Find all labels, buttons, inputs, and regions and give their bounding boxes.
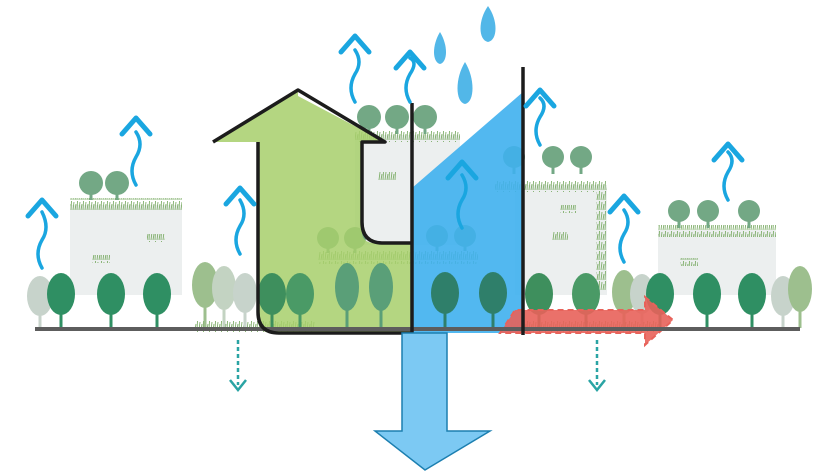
rain: [434, 6, 496, 104]
tree-icon: [258, 273, 286, 328]
runoff-arrow: [498, 294, 675, 348]
tree-icon: [233, 273, 257, 328]
grass-roof-left: [70, 198, 182, 210]
evapotranspiration-arrows: [25, 33, 745, 270]
wavy-up-arrow-icon: [445, 159, 479, 230]
tree-icon: [479, 272, 507, 328]
dashed-down-arrow-icon: [588, 340, 606, 393]
green-flow-arrow: [213, 90, 412, 333]
tree-icon: [570, 146, 592, 174]
tree-icon: [335, 263, 359, 328]
tree-icon: [143, 273, 171, 328]
tree-icon: [431, 272, 459, 328]
tree-icon: [788, 266, 812, 328]
tree-icon: [542, 146, 564, 174]
grass-patch: [147, 234, 165, 242]
tree-icon: [693, 273, 721, 328]
tree-icon: [357, 105, 381, 134]
wavy-up-arrow-icon: [223, 185, 257, 256]
rain-drop-icon: [480, 6, 496, 42]
grass-roof-right: [658, 225, 776, 237]
tree-icon: [286, 273, 314, 328]
ground-trees: [27, 262, 812, 328]
flow-outlines: [212, 67, 525, 335]
tree-icon: [79, 171, 103, 200]
grass-wall-right-center: [596, 190, 606, 290]
grass-patch: [92, 255, 110, 263]
tree-icon: [105, 171, 129, 200]
tree-icon: [47, 273, 75, 328]
tree-icon: [97, 273, 125, 328]
down-arrow-icon: [372, 332, 493, 471]
grass-patch: [378, 172, 396, 180]
rain-drop-icon: [457, 62, 473, 104]
tree-icon: [413, 105, 437, 134]
wavy-up-arrow-icon: [119, 115, 153, 187]
wavy-up-arrow-icon: [393, 49, 427, 104]
dashed-down-arrow-icon: [229, 340, 247, 393]
grass-patch: [560, 205, 576, 213]
wavy-up-arrow-icon: [25, 197, 59, 270]
tree-icon: [212, 266, 236, 328]
tree-icon: [27, 276, 53, 328]
tree-icon: [738, 273, 766, 328]
wavy-up-arrow-icon: [607, 193, 641, 264]
wavy-up-arrow-icon: [523, 87, 557, 147]
wavy-up-arrow-icon: [338, 33, 372, 104]
tree-icon: [738, 200, 760, 228]
wavy-up-arrow-icon: [711, 141, 745, 202]
tree-icon: [369, 263, 393, 328]
rain-drop-icon: [434, 32, 446, 64]
grass-patch: [680, 258, 698, 266]
tree-icon: [192, 262, 218, 328]
tree-icon: [697, 200, 719, 228]
tree-icon: [668, 200, 690, 228]
grass-patch: [552, 232, 568, 240]
infiltration-arrows: [229, 340, 606, 393]
tree-icon: [385, 105, 409, 134]
